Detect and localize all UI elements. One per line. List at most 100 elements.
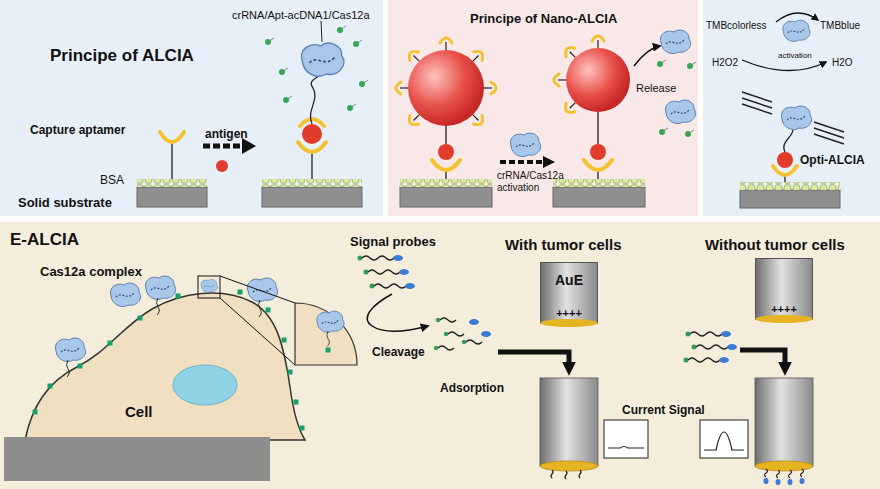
text-anchor: crRNA/Cas12a activation <box>497 170 569 193</box>
illustration-part <box>692 344 738 350</box>
illustration-part <box>160 132 184 142</box>
annotation-label: antigen <box>205 128 248 142</box>
cell-shape: Cell <box>22 287 307 442</box>
illustration-part <box>110 283 140 307</box>
illustration-part <box>262 179 362 187</box>
illustration-part <box>584 160 612 170</box>
illustration-part <box>784 130 793 152</box>
nano-alcia-illustration <box>396 30 696 207</box>
illustration-part <box>440 38 452 50</box>
illustration-part <box>408 50 484 126</box>
illustration-part <box>438 144 454 160</box>
text-anchor: TMBcolorless <box>706 15 767 33</box>
illustration-part <box>265 38 274 45</box>
illustration-part <box>540 461 598 471</box>
illustration-part <box>592 36 604 48</box>
illustration-part <box>469 319 479 325</box>
illustration-part <box>434 346 454 350</box>
panel-heading: Principe of Nano-ALCIA <box>470 12 617 27</box>
text-anchor: Cas12a complex <box>40 262 142 280</box>
illustration-part <box>579 470 581 478</box>
illustration-part <box>814 122 844 132</box>
illustration-part <box>500 160 544 164</box>
illustration-part <box>33 410 38 415</box>
illustration-part <box>788 470 793 485</box>
annotation-label: TMBblue <box>820 20 860 32</box>
illustration-part <box>171 142 172 179</box>
annotation-label: Current Signal <box>622 404 705 418</box>
annotation-label: Cas12a complex <box>40 265 142 280</box>
annotation-label: Capture aptamer <box>30 124 125 138</box>
illustration-part <box>367 294 428 331</box>
illustration-part <box>294 400 299 405</box>
illustration-part <box>400 187 492 207</box>
gold-electrode: AuE ++++ <box>540 262 598 324</box>
panel-heading: E-ALCIA <box>10 230 79 250</box>
illustration-part <box>321 21 322 42</box>
text-anchor: E-ALCIA <box>10 230 79 250</box>
illustration-part <box>553 179 645 187</box>
illustration-part <box>353 40 362 47</box>
illustration-part <box>400 179 492 187</box>
text-anchor: With tumor cells <box>505 236 622 254</box>
illustration-part <box>781 106 811 130</box>
panel-heading: Opti-ALCIA <box>800 154 865 168</box>
illustration-part <box>247 278 277 317</box>
text-anchor: Cell <box>125 403 153 421</box>
gold-surface <box>540 319 598 327</box>
illustration-part <box>551 470 553 478</box>
illustration-part <box>317 311 344 346</box>
gold-surface <box>755 315 813 323</box>
illustration-part <box>608 447 644 449</box>
annotation-label: Signal probes <box>350 235 436 250</box>
illustration-part <box>300 426 305 431</box>
illustration-part <box>55 338 85 377</box>
illustration-part <box>283 96 292 103</box>
illustration-part <box>814 134 844 144</box>
e-alcia-illustration <box>4 255 813 485</box>
annotation-label: Adsorption <box>440 382 504 396</box>
annotation-label: crRNA/Apt-acDNA1/Cas12a <box>232 9 370 22</box>
illustration-part <box>108 341 113 346</box>
illustration-part <box>634 46 660 66</box>
text-anchor: Solid substrate <box>18 193 112 211</box>
text-anchor: antigen <box>205 124 248 142</box>
illustration-part <box>444 332 464 336</box>
illustration-part <box>266 308 271 313</box>
illustration-part <box>659 128 668 135</box>
illustration-part <box>436 318 456 322</box>
illustration-part <box>4 437 270 481</box>
illustration-part <box>510 133 540 157</box>
illustration-part <box>597 112 598 144</box>
illustration-part <box>310 74 321 124</box>
illustration-part <box>742 92 772 102</box>
illustration-part <box>198 276 220 298</box>
illustration-part <box>262 187 362 207</box>
illustration-part <box>396 82 408 94</box>
illustration-part <box>462 340 482 344</box>
illustration-part <box>359 80 368 87</box>
illustration-part <box>498 352 569 366</box>
illustration-part <box>660 30 690 54</box>
illustration-part <box>364 269 410 275</box>
illustration-part <box>755 378 813 466</box>
cell-membrane <box>25 293 305 440</box>
illustration-part <box>176 294 181 299</box>
cell-outline <box>22 287 307 442</box>
illustration-part <box>755 461 813 471</box>
electrode-label: ++++ <box>771 303 797 316</box>
illustration-part <box>326 348 331 353</box>
illustration-part <box>347 104 356 111</box>
electrode-label: ++++ <box>556 307 582 320</box>
annotation-label: Cleavage <box>372 346 425 360</box>
illustration-part <box>295 303 357 365</box>
text-anchor: Principe of ALCIA <box>50 46 194 66</box>
illustration-part <box>800 469 805 484</box>
annotation-label: H2O <box>832 57 853 69</box>
illustration-part <box>657 60 666 67</box>
annotation-label: With tumor cells <box>505 236 622 253</box>
illustration-part <box>138 316 143 321</box>
illustration-part <box>203 144 243 149</box>
annotation-label: H2O2 <box>712 57 738 69</box>
text-anchor: AuE <box>541 271 597 289</box>
